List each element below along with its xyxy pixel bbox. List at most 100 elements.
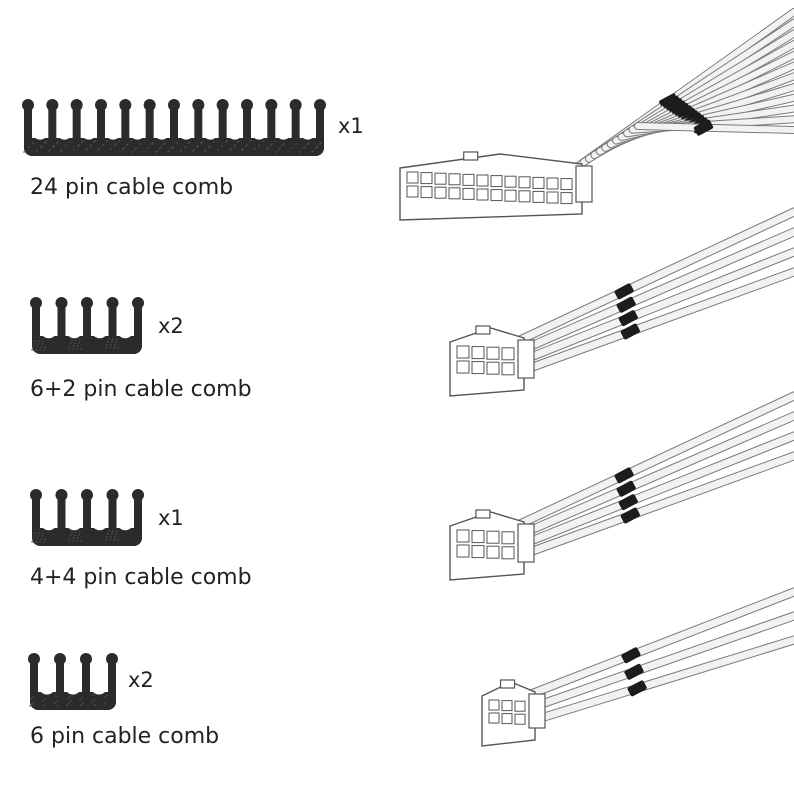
comb-texture <box>250 140 252 142</box>
cable-comb-24-pin <box>22 98 326 156</box>
comb-texture <box>45 141 47 143</box>
comb-texture <box>94 140 96 142</box>
comb-texture <box>304 146 306 148</box>
comb-texture <box>316 146 318 148</box>
comb-tine-tip <box>55 489 68 501</box>
comb-texture <box>33 343 35 345</box>
comb-texture <box>85 149 87 151</box>
comb-texture <box>108 338 110 340</box>
comb-texture <box>41 535 43 537</box>
comb-tine-tip <box>265 99 278 111</box>
comb-texture <box>135 147 137 149</box>
comb-texture <box>130 140 132 142</box>
comb-texture <box>74 534 76 536</box>
connector-pin <box>514 713 526 725</box>
comb-texture <box>123 147 125 149</box>
connector-pin <box>486 545 500 559</box>
comb-texture <box>44 698 46 700</box>
comb-texture <box>193 149 195 151</box>
comb-texture <box>44 142 46 144</box>
comb-texture <box>33 701 35 703</box>
comb-texture <box>282 144 284 146</box>
comb-tine-tip <box>70 99 83 111</box>
comb-4plus4-pin-graphic <box>30 488 144 546</box>
cable-wires <box>574 8 794 170</box>
comb-slot-opening <box>95 488 105 522</box>
comb-texture <box>81 141 83 143</box>
connector-pin <box>488 712 500 724</box>
connector-pin <box>456 544 470 558</box>
comb-texture <box>79 531 81 533</box>
connector-latch <box>463 151 479 161</box>
caption-24-pin: 24 pin cable comb <box>30 175 234 200</box>
comb-texture <box>41 145 43 147</box>
comb-texture <box>108 530 110 532</box>
wire-clip <box>620 323 640 340</box>
comb-texture <box>201 141 203 143</box>
comb-texture <box>43 705 45 707</box>
connector-latch <box>475 509 491 519</box>
comb-texture <box>115 533 117 535</box>
comb-texture <box>233 145 235 147</box>
cable-6-pin-graphic <box>481 587 794 747</box>
comb-texture <box>56 700 58 702</box>
wire <box>516 392 794 528</box>
comb-texture <box>91 701 93 703</box>
connector-pin <box>462 187 475 200</box>
comb-texture <box>93 141 95 143</box>
comb-texture <box>103 703 105 705</box>
comb-texture <box>36 346 38 348</box>
comb-24-pin-graphic <box>22 98 326 156</box>
comb-texture <box>40 346 42 348</box>
connector-pin <box>501 700 513 712</box>
comb-texture <box>78 144 80 146</box>
connector-pin <box>514 700 526 712</box>
comb-texture <box>35 541 37 543</box>
comb-slot-opening <box>255 98 264 132</box>
cable-4plus4-pin <box>446 388 794 581</box>
comb-texture <box>168 150 170 152</box>
comb-texture <box>117 347 119 349</box>
comb-texture <box>49 149 51 151</box>
connector-pin <box>560 192 573 205</box>
comb-texture <box>75 531 77 533</box>
connector-pin <box>490 175 503 188</box>
comb-slot-opening <box>68 652 78 686</box>
connector-side <box>517 339 535 379</box>
connector-pin <box>420 172 433 185</box>
connector-pins <box>456 345 515 376</box>
connector-pin <box>532 176 545 189</box>
comb-slot-opening <box>133 98 142 132</box>
comb-texture <box>65 145 67 147</box>
comb-tine <box>134 492 142 542</box>
cable-24-pin <box>396 0 794 240</box>
comb-texture <box>69 537 71 539</box>
connector-pin <box>476 174 489 187</box>
comb-texture <box>81 697 83 699</box>
comb-texture <box>107 533 109 535</box>
comb-tine-tip <box>216 99 229 111</box>
comb-texture <box>106 694 108 696</box>
connector-pin <box>471 545 485 559</box>
comb-texture <box>82 702 84 704</box>
comb-tine <box>57 300 66 350</box>
comb-tine <box>30 656 38 706</box>
comb-texture <box>52 146 54 148</box>
comb-texture <box>79 339 81 341</box>
wire-clip <box>614 467 634 484</box>
comb-texture <box>131 151 133 153</box>
connector-pin <box>434 186 447 199</box>
comb-texture <box>73 537 75 539</box>
comb-texture <box>267 147 269 149</box>
comb-tine-tip <box>28 653 40 665</box>
comb-texture <box>40 538 42 540</box>
comb-texture <box>258 144 260 146</box>
comb-texture <box>197 145 199 147</box>
comb-tine-tip <box>54 653 66 665</box>
comb-texture <box>111 533 113 535</box>
wire-clip <box>627 680 647 697</box>
comb-body <box>30 297 144 354</box>
comb-tine-tip <box>80 653 92 665</box>
connector-pin <box>406 171 419 184</box>
connector-pin <box>462 173 475 186</box>
